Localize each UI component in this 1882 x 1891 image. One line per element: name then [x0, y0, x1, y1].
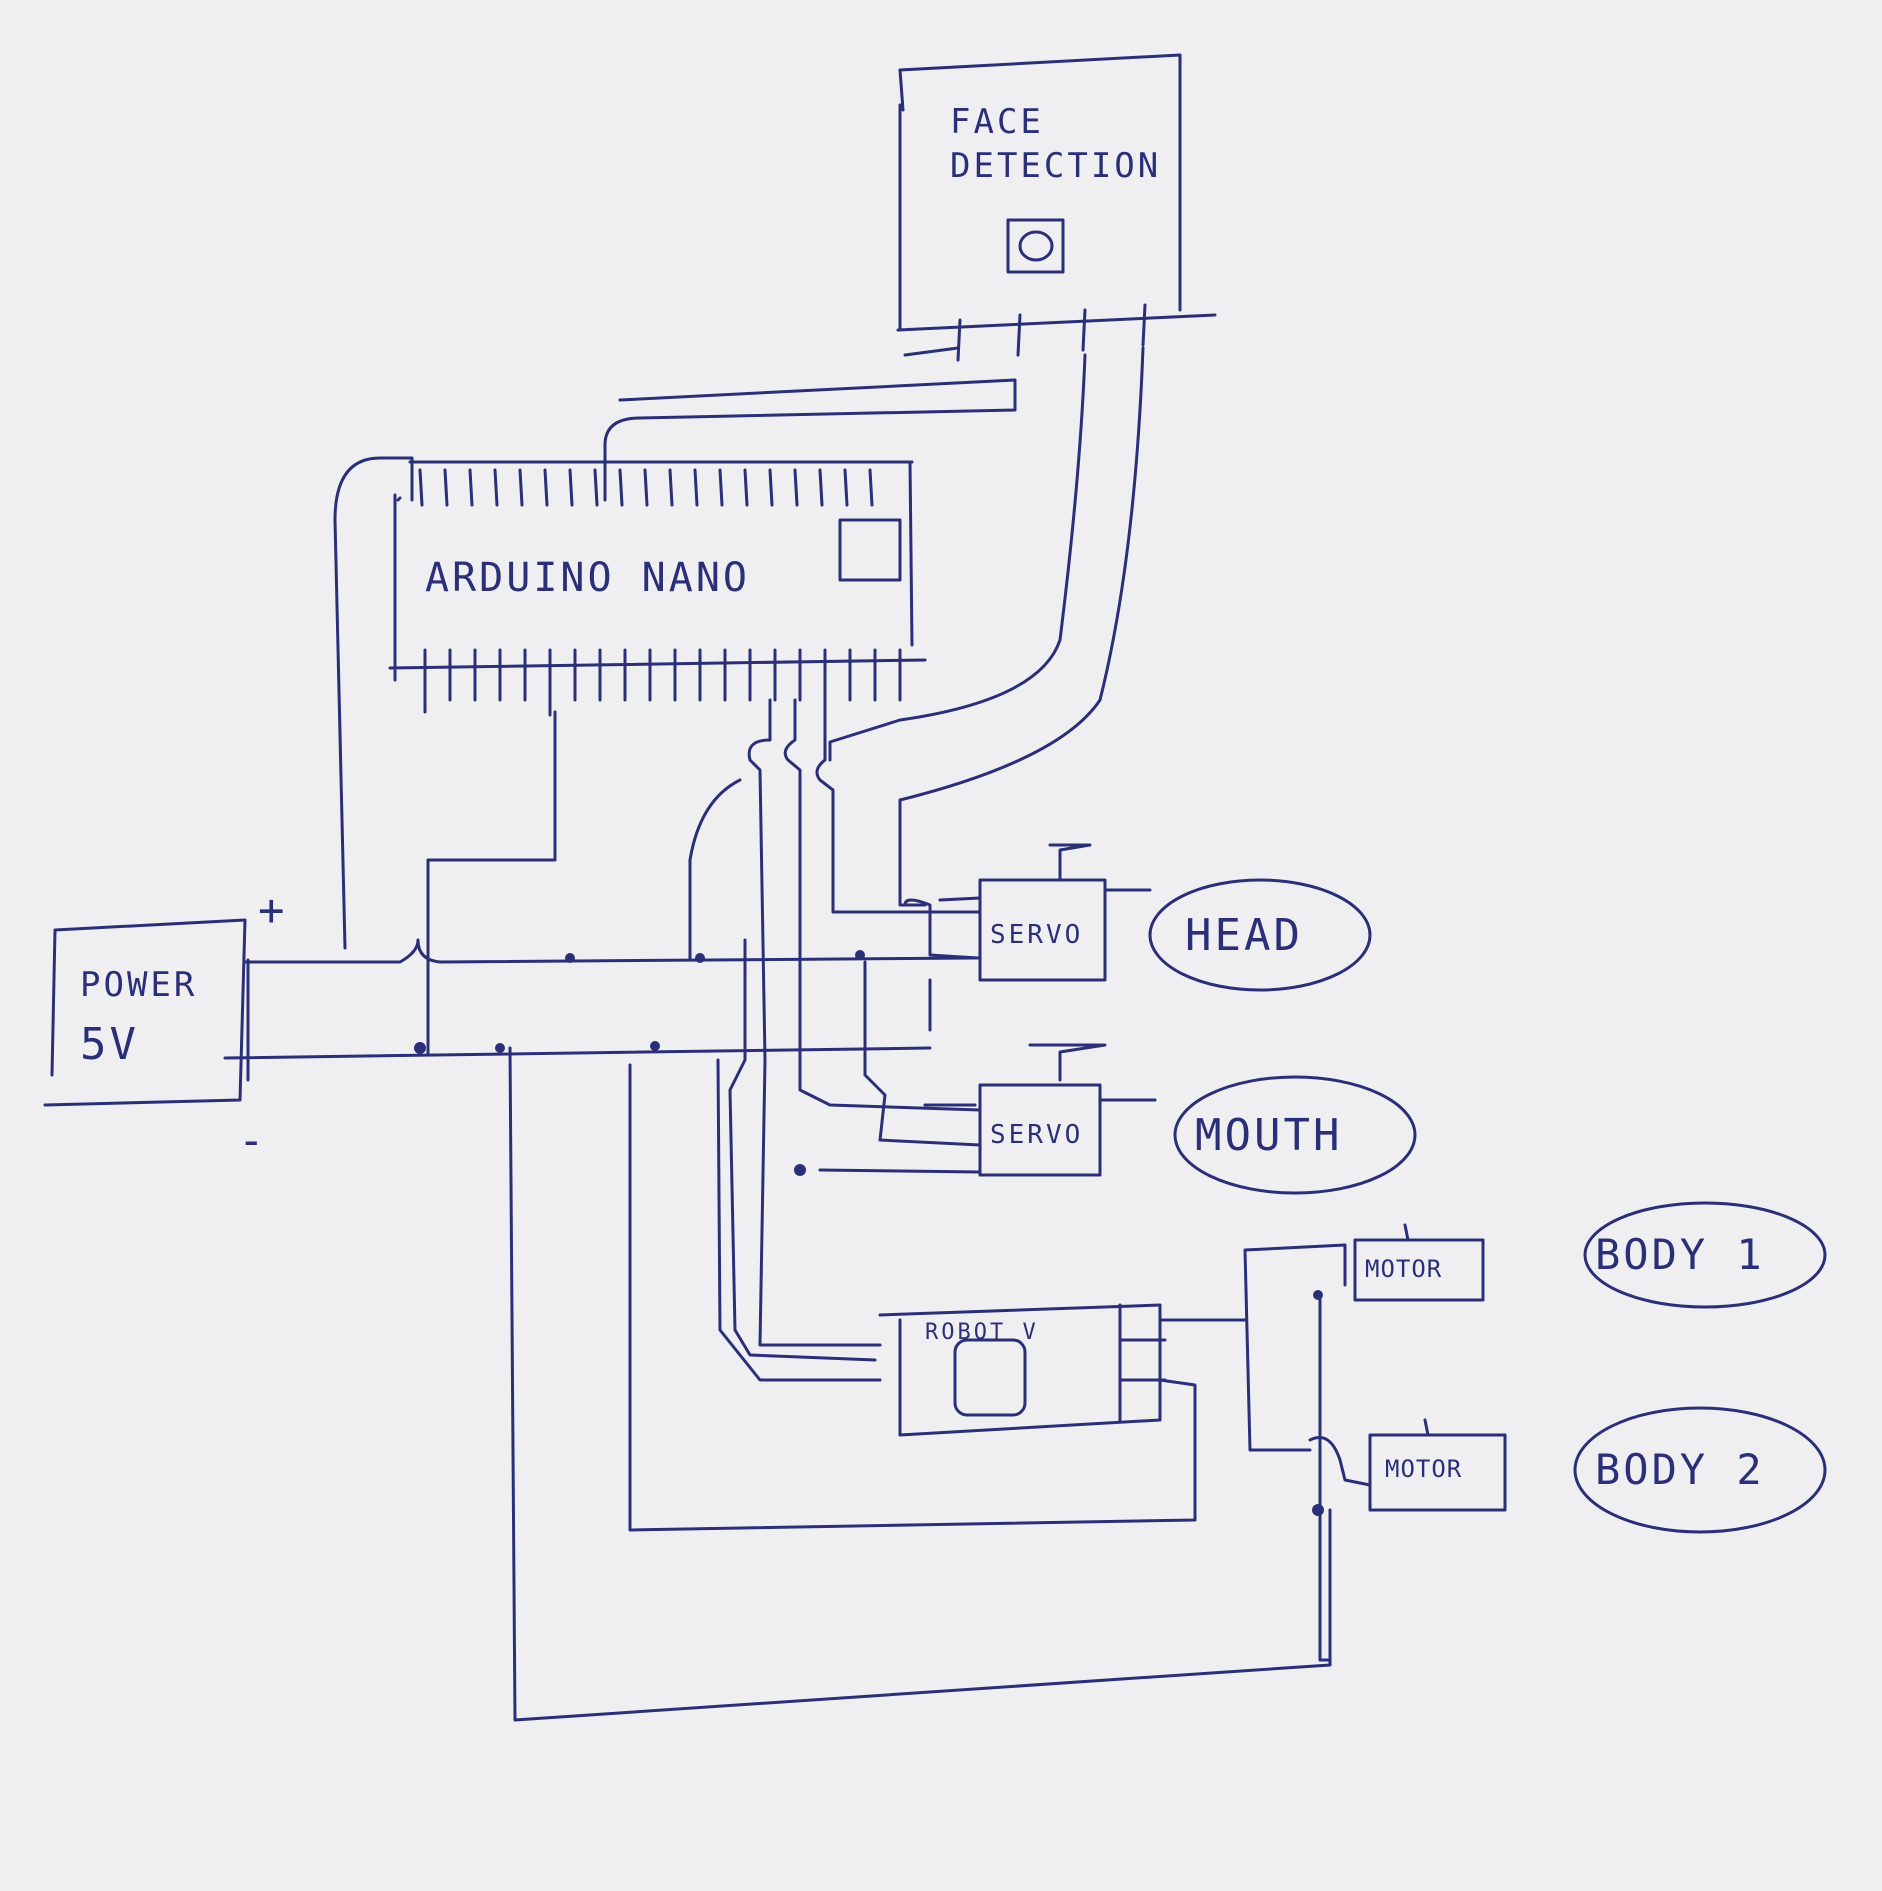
motor-2-label: MOTOR: [1385, 1455, 1463, 1483]
motor-2-tag-outline: [1573, 1406, 1827, 1534]
power-rail-positive: [243, 938, 977, 964]
servo-mouth-tag: MOUTH: [1195, 1110, 1343, 1161]
face-detection-line2: DETECTION: [950, 146, 1162, 186]
servo-head-tag-outline: [1148, 878, 1372, 992]
arduino-label: ARDUINO NANO: [425, 555, 750, 601]
servo-mouth: [923, 1043, 1157, 1177]
wire-mouth-power: [818, 960, 982, 1174]
power-line2: 5V: [80, 1019, 139, 1070]
plus-sign: +: [258, 885, 288, 936]
wire-face-2: [828, 353, 1087, 762]
motor-1: [1353, 1223, 1485, 1302]
motor-2: [1368, 1418, 1507, 1512]
arduino-nano-board: [388, 460, 927, 717]
face-detection-label: FACE DETECTION: [950, 100, 1161, 188]
wire-motor-return: [508, 1046, 1332, 1722]
motor-1-label: MOTOR: [1365, 1255, 1443, 1283]
arduino-top-header: [418, 468, 874, 507]
driver-label: ROBOT V: [925, 1320, 1039, 1345]
camera-icon: [1006, 218, 1065, 274]
wire-face-1: [603, 346, 1017, 502]
face-detection-line1: FACE: [950, 102, 1044, 142]
wire-head-signal: [815, 698, 982, 914]
face-detection-module: [896, 53, 1217, 362]
motor-1-tag-outline: [1583, 1201, 1827, 1309]
power-rail-negative: [223, 1046, 932, 1060]
wire-driver-signal: [747, 698, 882, 1347]
motor-1-tag: BODY 1: [1595, 1230, 1765, 1279]
servo-head: [938, 843, 1152, 982]
wire-vin: [333, 456, 414, 950]
wire-gnd: [426, 710, 557, 1057]
wire-bundle-driver: [688, 778, 882, 1382]
wire-driver-power: [628, 1063, 1247, 1532]
servo-mouth-label: SERVO: [990, 1120, 1084, 1150]
junction-dots: [414, 950, 1324, 1516]
wire-servo-signal: [783, 698, 982, 1112]
minus-sign: -: [238, 1115, 268, 1166]
arduino-bottom-header: [423, 648, 902, 717]
wire-motors: [1243, 1243, 1372, 1662]
usb-connector: [838, 518, 902, 582]
wire-head-power: [903, 898, 980, 1032]
power-line1: POWER: [80, 965, 198, 1005]
wire-face-3: [898, 346, 1145, 907]
power-label: POWER 5V: [80, 955, 197, 1075]
face-detection-pins: [956, 303, 1147, 362]
power-supply-box: [43, 918, 250, 1107]
servo-head-label: SERVO: [990, 920, 1084, 950]
motor-2-tag: BODY 2: [1595, 1445, 1765, 1494]
motor-driver: [878, 1303, 1167, 1437]
servo-head-tag: HEAD: [1185, 910, 1303, 961]
servo-mouth-tag-outline: [1173, 1075, 1417, 1195]
